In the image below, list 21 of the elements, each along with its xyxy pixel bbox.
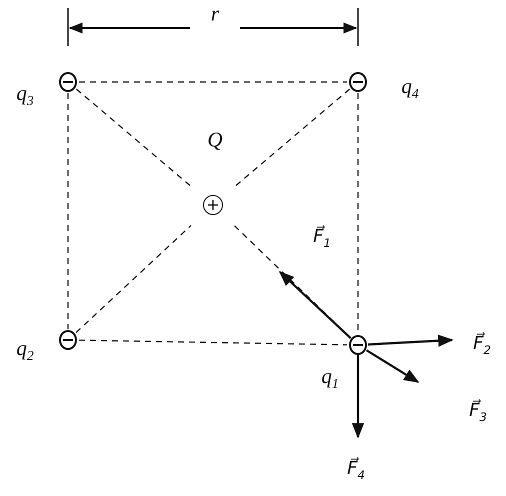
connector-line bbox=[76, 225, 192, 333]
negative-charge: − bbox=[59, 330, 77, 350]
force-label: F⃗$_{4}$ bbox=[347, 458, 365, 482]
charge-label: Q bbox=[207, 128, 223, 152]
positive-charge: + bbox=[203, 195, 223, 215]
connector-line bbox=[236, 88, 350, 186]
negative-charge: − bbox=[349, 72, 367, 92]
charge-label: q$_{4}$ bbox=[401, 74, 419, 102]
negative-charge: − bbox=[59, 72, 77, 92]
connector-line bbox=[67, 93, 69, 329]
charge-label: q$_{2}$ bbox=[16, 336, 34, 364]
dimension-label: r bbox=[210, 2, 220, 26]
connector-line bbox=[78, 340, 348, 346]
negative-charge: − bbox=[349, 335, 367, 355]
charge-label: q$_{3}$ bbox=[16, 80, 34, 110]
force-label: F⃗$_{3}$ bbox=[469, 400, 487, 424]
force-label: F⃗$_{2}$ bbox=[473, 333, 491, 357]
force-label: F⃗$_{1}$ bbox=[313, 226, 331, 250]
connector-line bbox=[76, 88, 190, 186]
charge-label: q$_{1}$ bbox=[321, 364, 339, 392]
connector-line bbox=[79, 81, 347, 83]
